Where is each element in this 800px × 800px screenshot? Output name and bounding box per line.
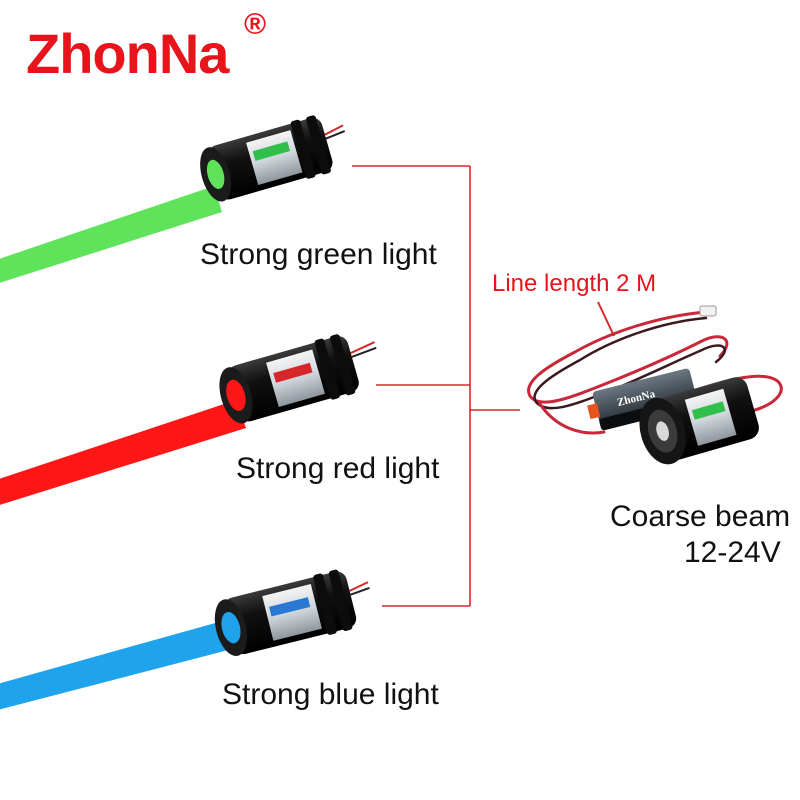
coarse-beam-module	[639, 377, 759, 465]
beam-type-label: Coarse beam	[610, 500, 791, 533]
cable-length-note: Line length 2 M	[492, 270, 657, 297]
brand-logo: ZhonNa	[26, 22, 229, 85]
blue-light-label: Strong blue light	[222, 678, 439, 711]
red-laser-module	[219, 334, 377, 424]
blue-laser-module	[214, 569, 370, 657]
connector-bracket	[352, 165, 520, 607]
green-light-label: Strong green light	[200, 238, 437, 271]
red-light-label: Strong red light	[236, 452, 440, 485]
voltage-label: 12-24V	[684, 536, 781, 569]
green-beam	[0, 186, 222, 283]
blue-beam	[0, 620, 236, 710]
cable-note-pointer	[597, 301, 615, 337]
red-beam	[0, 400, 246, 505]
green-laser-module	[200, 115, 346, 202]
registered-mark: ®	[244, 8, 267, 41]
